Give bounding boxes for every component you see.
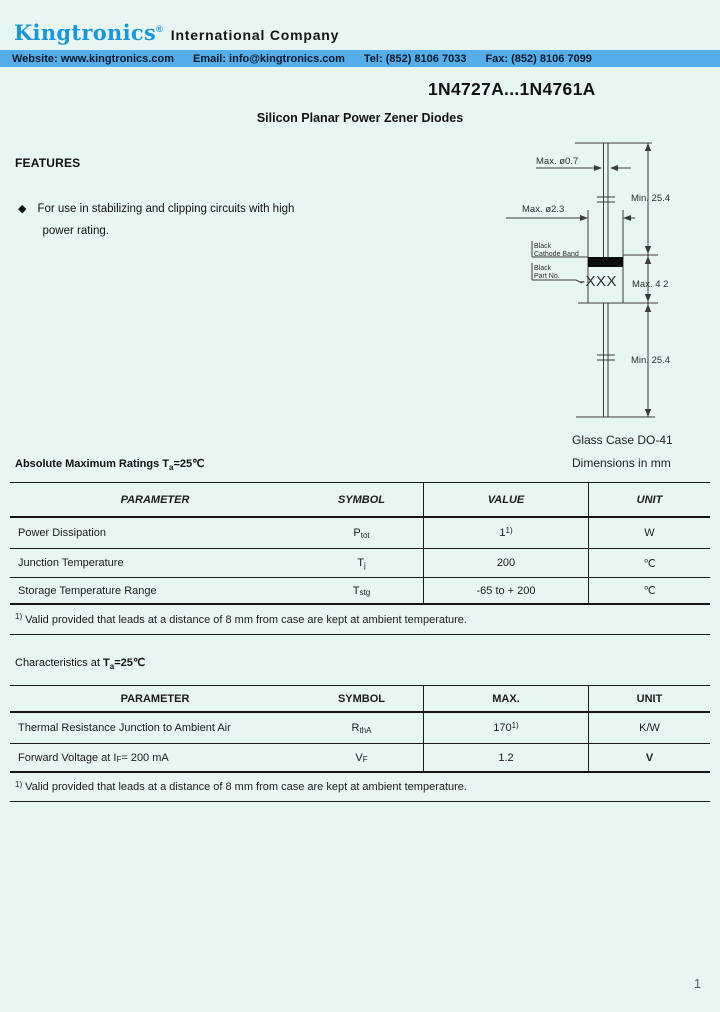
unit-cell: K/W (589, 713, 710, 744)
unit-cell: ℃ (589, 578, 710, 605)
column-header: SYMBOL (300, 686, 423, 713)
cathode-band-label-1: Black (534, 243, 552, 250)
param-cell: Thermal Resistance Junction to Ambient A… (10, 713, 300, 744)
diamond-bullet-icon: ◆ (18, 203, 27, 215)
units-caption: Dimensions in mm (572, 456, 671, 470)
column-header: SYMBOL (300, 483, 423, 518)
features-heading: FEATURES (15, 156, 81, 170)
footnote: 1)Valid provided that leads at a distanc… (15, 612, 467, 626)
value-cell: -65 to + 200 (423, 578, 589, 605)
body-length-label: Max. 4 2 (632, 279, 668, 290)
footnote: 1)Valid provided that leads at a distanc… (15, 779, 467, 794)
param-cell: Power Dissipation (10, 518, 300, 549)
part-no-label-1: Black (534, 265, 552, 272)
value-cell: 1.2 (423, 744, 589, 773)
lead-diameter-label: Max. ø0.7 (536, 156, 578, 167)
value-cell: 200 (423, 549, 589, 578)
unit-cell: W (589, 518, 710, 549)
column-header: UNIT (589, 483, 710, 518)
website-link: Website: www.kingtronics.com (12, 52, 174, 65)
column-header: VALUE (423, 483, 589, 518)
fax-label: Fax: (852) 8106 7099 (485, 52, 592, 65)
brand-header: Kingtronics® International Company (14, 20, 339, 45)
case-caption: Glass Case DO-41 (572, 433, 673, 447)
company-name: International Company (170, 27, 340, 43)
brand-logo: Kingtronics (14, 20, 157, 45)
part-no-label-2: Part No. (534, 273, 560, 280)
part-number-title: 1N4727A...1N4761A (428, 79, 596, 99)
page-number: 1 (694, 977, 701, 991)
unit-cell: V (589, 744, 710, 773)
unit-cell: ℃ (589, 549, 710, 578)
characteristics-table: PARAMETER SYMBOL MAX. UNIT Thermal Resis… (10, 685, 710, 802)
contact-bar: Website: www.kingtronics.com Email: info… (0, 50, 720, 67)
column-header: MAX. (423, 686, 589, 713)
column-header: PARAMETER (10, 483, 300, 518)
characteristics-heading: Characteristics at Ta=25℃ (15, 657, 146, 672)
body-diameter-label: Max. ø2.3 (522, 204, 564, 215)
bottom-lead-length-label: Min. 25.4 (631, 355, 670, 366)
feature-item: ◆ For use in stabilizing and clipping ci… (18, 198, 294, 242)
part-marking: -XXX (580, 273, 617, 290)
cathode-band-label-2: Cathode Band (534, 251, 579, 258)
column-header: PARAMETER (10, 686, 300, 713)
registered-mark-icon: ® (156, 24, 163, 34)
param-cell: Storage Temperature Range (10, 578, 300, 605)
tel-label: Tel: (852) 8106 7033 (363, 52, 467, 65)
top-lead-length-label: Min. 25.4 (631, 193, 670, 204)
abs-max-table: PARAMETER SYMBOL VALUE UNIT Power Dissip… (10, 482, 710, 635)
doc-subtitle: Silicon Planar Power Zener Diodes (256, 111, 464, 125)
package-drawing: Max. ø0.7 Min. 25.4 Max. ø2.3 Black Cath… (506, 142, 670, 418)
cathode-band (588, 257, 623, 267)
abs-max-heading: Absolute Maximum Ratings Ta=25℃ (15, 458, 205, 473)
feature-text: For use in stabilizing and clipping circ… (37, 203, 295, 237)
column-header: UNIT (589, 686, 710, 713)
email-link: Email: info@kingtronics.com (192, 52, 345, 65)
param-cell: Junction Temperature (10, 549, 300, 578)
